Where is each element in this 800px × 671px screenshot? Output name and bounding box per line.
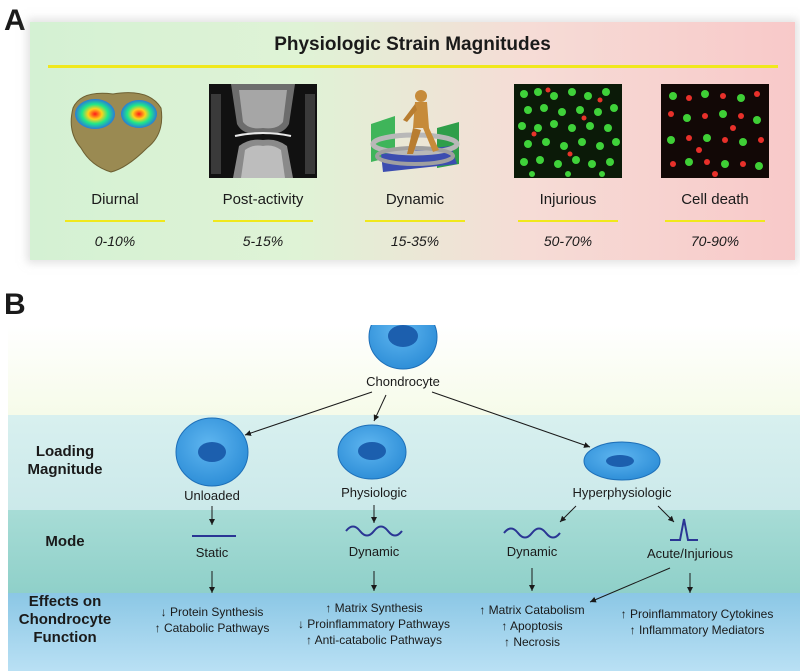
- stage-underline: [665, 220, 765, 222]
- stage-range: 0-10%: [94, 233, 136, 249]
- effect-item: ↑ Apoptosis: [501, 619, 563, 633]
- hyper-dynamic-effects: ↑ Matrix Catabolism ↑ Apoptosis ↑ Necros…: [462, 602, 602, 650]
- effects-band: [8, 593, 800, 671]
- stage-underline: [65, 220, 165, 222]
- unloaded-label: Unloaded: [184, 488, 240, 503]
- gait-simulation-image: [361, 84, 469, 178]
- physiologic-cell-icon: [337, 424, 407, 480]
- effect-item: ↑ Matrix Synthesis: [325, 601, 423, 615]
- stage-underline: [213, 220, 313, 222]
- arrow-to-hyperphysiologic: [431, 391, 591, 448]
- stage-diurnal: Diurnal 0-10%: [40, 84, 190, 249]
- live-cell-stain-image: [514, 84, 622, 178]
- sine-wave-icon: [345, 525, 403, 537]
- arrow-hyper-to-acute: [657, 505, 675, 523]
- stage-underline: [518, 220, 618, 222]
- stage-range: 70-90%: [690, 233, 740, 249]
- effect-item: ↑ Anti-catabolic Pathways: [305, 633, 443, 647]
- strain-magnitude-panel: Physiologic Strain Magnitudes Diurnal: [30, 22, 795, 260]
- mri-knee-image: [209, 84, 317, 178]
- stage-post-activity: Post-activity 5-15%: [188, 84, 338, 249]
- static-mode-label: Static: [195, 545, 229, 560]
- stage-label: Post-activity: [222, 191, 304, 208]
- panel-a-letter: A: [4, 4, 26, 37]
- effect-item: ↑ Matrix Catabolism: [479, 603, 585, 617]
- chondrocyte-loading-diagram: Chondrocyte Loading Magnitude Mode Effec…: [0, 325, 800, 671]
- arrow-to-physiologic: [373, 394, 387, 422]
- hyperphysiologic-cell-icon: [583, 441, 661, 481]
- acute-effects: ↑ Proinflammatory Cytokines ↑ Inflammato…: [612, 606, 782, 638]
- stage-range: 5-15%: [242, 233, 284, 249]
- arrow-acute-to-catabolism: [589, 567, 671, 603]
- arrow-hyper-to-dynamic: [559, 505, 577, 523]
- impulse-spike-icon: [670, 518, 698, 541]
- stage-label: Cell death: [681, 191, 749, 208]
- mode-band: [8, 510, 800, 593]
- panel-b-letter: B: [4, 288, 26, 321]
- chondrocyte-cell-icon: [368, 325, 438, 370]
- panel-a-title: Physiologic Strain Magnitudes: [274, 34, 551, 55]
- effect-item: ↑ Inflammatory Mediators: [629, 623, 765, 637]
- physiologic-effects: ↑ Matrix Synthesis ↓ Proinflammatory Pat…: [294, 600, 454, 648]
- stage-range: 15-35%: [390, 233, 440, 249]
- stage-range: 50-70%: [543, 233, 593, 249]
- physiologic-label: Physiologic: [341, 485, 407, 500]
- strain-map-image: [61, 84, 169, 178]
- chondrocyte-label: Chondrocyte: [366, 374, 440, 389]
- stage-label: Dynamic: [385, 191, 445, 208]
- loading-magnitude-label: Loading Magnitude: [27, 443, 103, 478]
- hyperphysiologic-label: Hyperphysiologic: [572, 485, 672, 500]
- stage-dynamic: Dynamic 15-35%: [340, 84, 490, 249]
- stage-injurious: Injurious 50-70%: [493, 84, 643, 249]
- effect-item: ↓ Proinflammatory Pathways: [297, 617, 451, 631]
- dead-cell-stain-image: [661, 84, 769, 178]
- hyper-dynamic-mode-label: Dynamic: [506, 544, 558, 559]
- stage-label: Injurious: [539, 191, 597, 208]
- sine-wave-icon-hyper: [503, 527, 561, 539]
- title-underline: [48, 65, 778, 68]
- mode-label: Mode: [45, 533, 85, 550]
- effects-label: Effects on Chondrocyte Function: [18, 593, 112, 646]
- unloaded-cell-icon: [175, 417, 249, 487]
- effect-item: ↑ Proinflammatory Cytokines: [620, 607, 774, 621]
- effect-item: ↑ Necrosis: [503, 635, 560, 649]
- effect-item: ↓ Protein Synthesis: [160, 605, 264, 619]
- dynamic-mode-label: Dynamic: [348, 544, 400, 559]
- stage-cell-death: Cell death 70-90%: [640, 84, 790, 249]
- static-effects: ↓ Protein Synthesis ↑ Catabolic Pathways: [142, 604, 282, 636]
- arrow-to-unloaded: [244, 391, 373, 436]
- stage-underline: [365, 220, 465, 222]
- diagram-graphics: [175, 325, 698, 603]
- acute-mode-label: Acute/Injurious: [647, 546, 733, 561]
- stage-label: Diurnal: [91, 191, 139, 208]
- effect-item: ↑ Catabolic Pathways: [154, 621, 270, 635]
